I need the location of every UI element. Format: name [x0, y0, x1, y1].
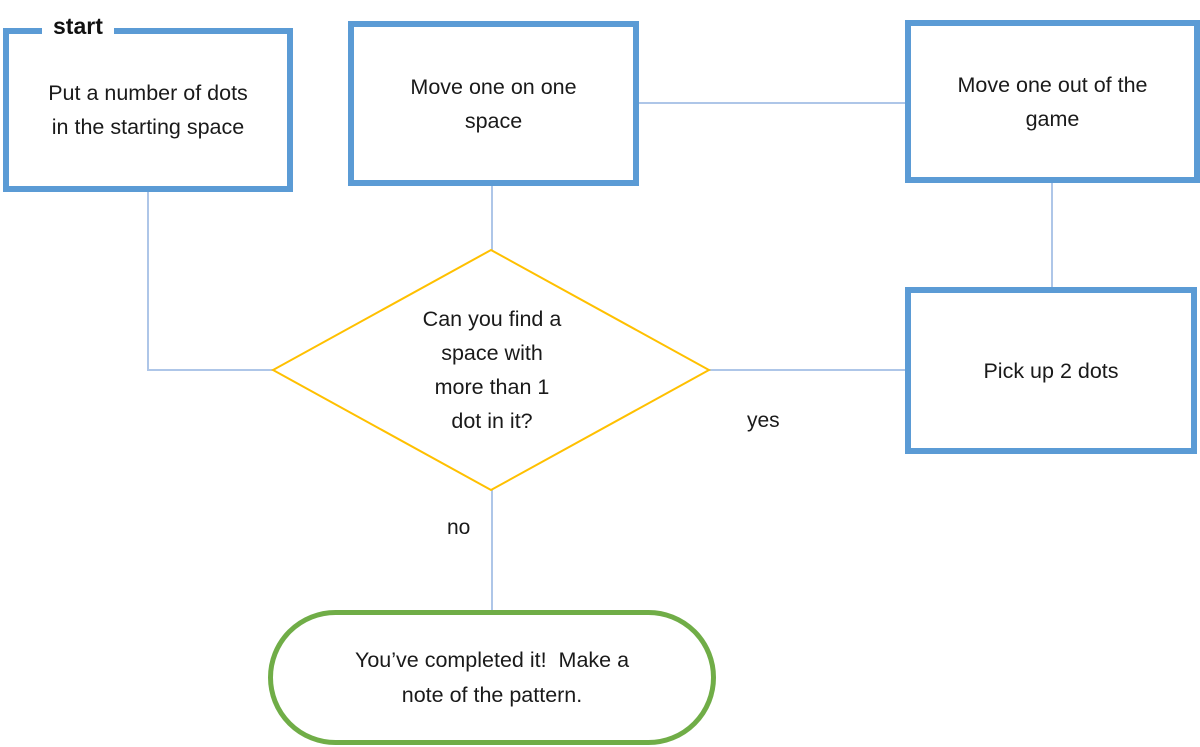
node-pick-up-2-dots: Pick up 2 dots — [905, 287, 1197, 454]
connector-start-down — [147, 192, 149, 371]
edge-label-yes: yes — [747, 409, 780, 432]
node-move-one-on-one-space: Move one on one space — [348, 21, 639, 186]
node-move-one-out-of-game: Move one out of the game — [905, 20, 1200, 183]
node-completed: You’ve completed it! Make a note of the … — [268, 610, 716, 745]
connector-moveon-to-decision — [491, 186, 493, 252]
connector-start-to-decision — [147, 369, 277, 371]
start-label: start — [42, 13, 114, 40]
node-start-text: Put a number of dots in the starting spa… — [48, 81, 248, 139]
edge-label-no: no — [447, 516, 471, 539]
node-move-one-on-one-space-text: Move one on one space — [410, 74, 577, 133]
node-move-one-out-of-game-text: Move one out of the game — [957, 72, 1148, 131]
connector-decision-to-pickup — [707, 369, 906, 371]
node-completed-text: You’ve completed it! Make a note of the … — [354, 647, 630, 707]
node-pick-up-2-dots-text: Pick up 2 dots — [983, 358, 1119, 383]
connector-decision-to-done — [491, 489, 493, 612]
node-start: Put a number of dots in the starting spa… — [3, 28, 293, 192]
decision-diamond-shape — [271, 248, 711, 492]
connector-moveout-to-pickup — [1051, 183, 1053, 289]
connector-moveout-to-moveon — [639, 102, 906, 104]
node-decision: Can you find a space with more than 1 do… — [422, 307, 562, 433]
